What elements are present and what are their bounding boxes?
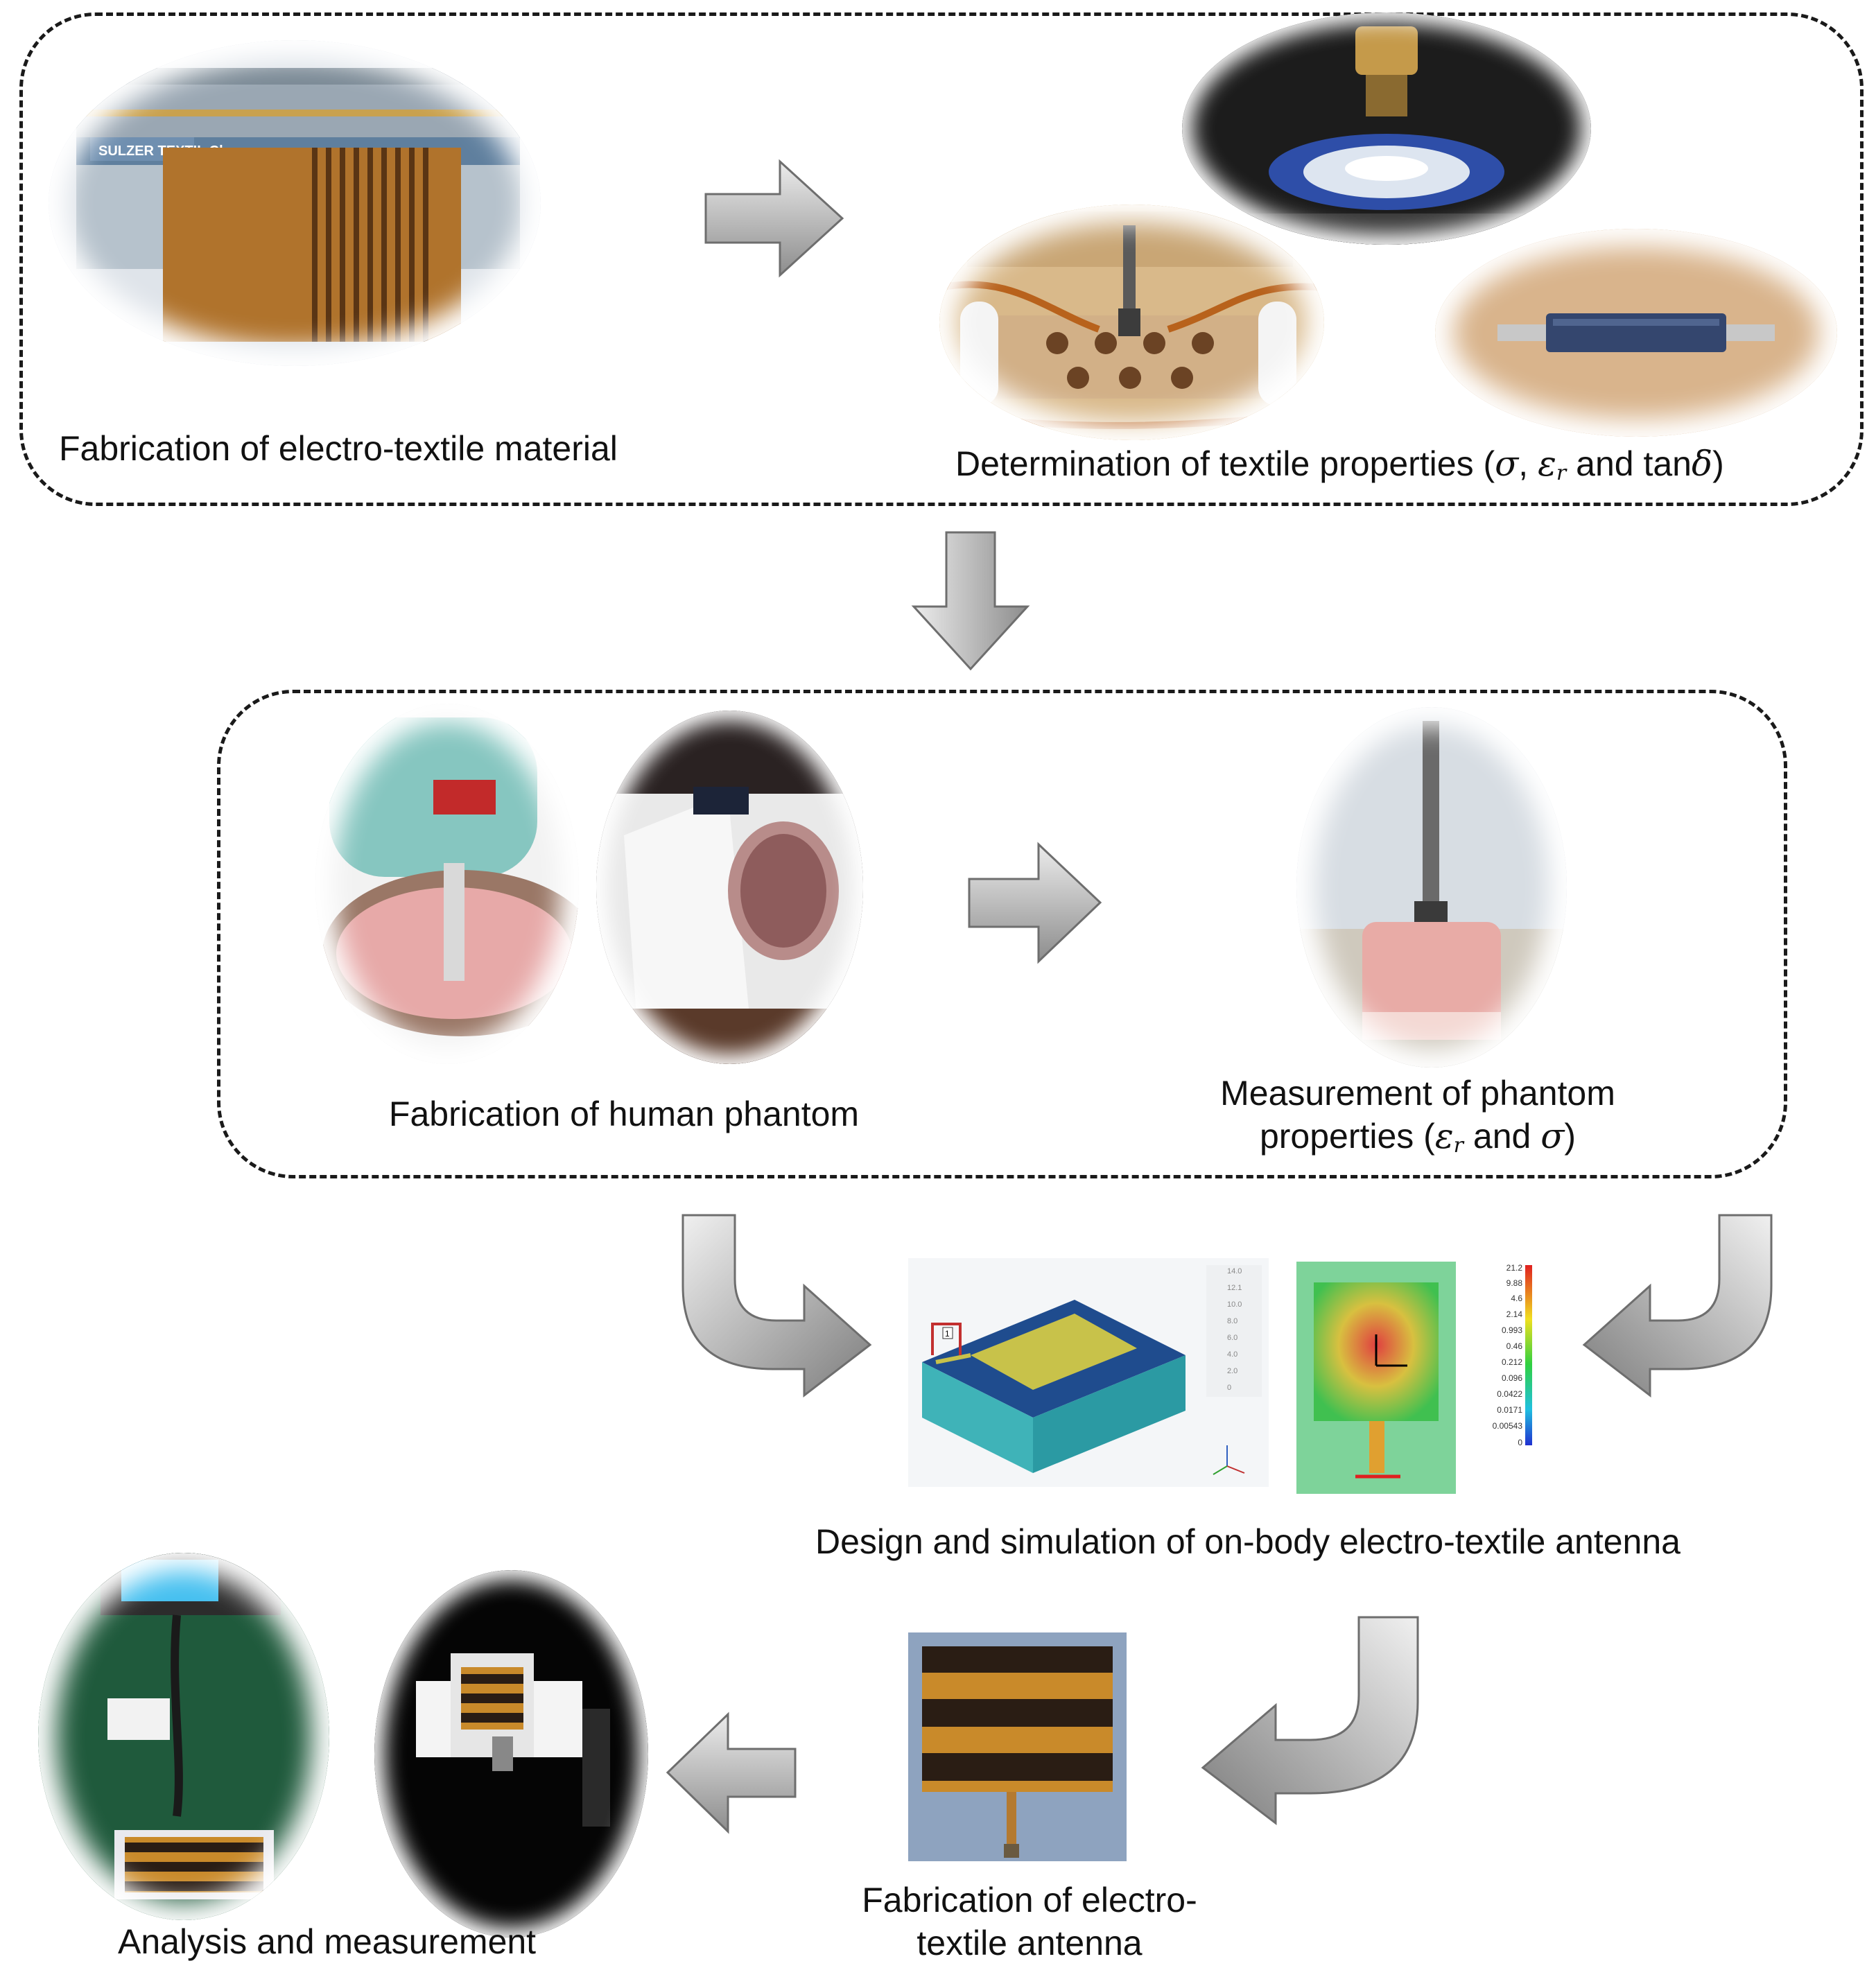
antenna-fabrication-line2: textile antenna: [917, 1924, 1143, 1962]
vna-measurement-photo: [38, 1553, 329, 1920]
colorbar-tick: 0.212: [1502, 1357, 1522, 1367]
design-simulation-label: Design and simulation of on-body electro…: [815, 1522, 1680, 1561]
probe-station-photo: [1182, 12, 1591, 245]
colorbar-tick: 0.096: [1502, 1373, 1522, 1383]
left-arrow-icon: [662, 1709, 801, 1837]
s11-tick: 12.1: [1227, 1284, 1242, 1292]
s11-tick: 0: [1227, 1384, 1231, 1392]
phantom-pouring-photo: [596, 711, 863, 1064]
curved-arrow-down-left-icon: [1196, 1612, 1425, 1830]
right-arrow-icon: [700, 156, 849, 281]
phantom-measurement-label: Measurement of phantom properties (εr an…: [1151, 1072, 1685, 1167]
s11-tick: 10.0: [1227, 1300, 1242, 1309]
phantom-measurement-line2: properties (εr and σ): [1151, 1115, 1685, 1167]
colorbar-tick: 0.993: [1502, 1325, 1522, 1335]
epsilon-symbol: ε: [1538, 444, 1556, 484]
antenna-fabrication-line1: Fabrication of electro-: [862, 1881, 1197, 1919]
delta-symbol: δ: [1692, 444, 1713, 484]
sigma-symbol: σ: [1495, 444, 1519, 484]
close-paren-text: ): [1712, 444, 1724, 483]
s11-tick: 14.0: [1227, 1267, 1242, 1275]
colorbar-tick: 0.00543: [1493, 1421, 1523, 1431]
properties-prefix: properties (: [1259, 1117, 1435, 1156]
comma-text: ,: [1518, 444, 1529, 483]
top-process-group: [19, 12, 1864, 506]
colorbar-tick: 2.14: [1506, 1309, 1523, 1319]
subscript-r: r: [1556, 461, 1567, 485]
fabrication-textile-label: Fabrication of electro-textile material: [59, 429, 618, 468]
port-label: 1: [945, 1329, 950, 1339]
textile-fixture-photo: [939, 204, 1324, 440]
colorbar-tick: 0.0422: [1497, 1389, 1522, 1399]
analysis-measurement-label: Analysis and measurement: [118, 1922, 537, 1961]
coaxial-holder-photo: [1435, 229, 1837, 437]
colorbar-tick: 0.0171: [1497, 1405, 1522, 1415]
middle-process-group: [217, 690, 1787, 1178]
antenna-model-simulation: 14.0 12.1 10.0 8.0 6.0 4.0 2.0 0 1: [908, 1258, 1269, 1487]
colorbar-tick: 21.2: [1506, 1263, 1523, 1273]
down-arrow-icon: [908, 527, 1033, 676]
weaving-loom-photo: SULZER TEXTIL Cloao: [49, 40, 541, 366]
antenna-fabrication-label: Fabrication of electro- textile antenna: [801, 1879, 1258, 1965]
s11-tick: 4.0: [1227, 1350, 1237, 1359]
s11-tick: 6.0: [1227, 1334, 1237, 1342]
close-paren-text: ): [1564, 1117, 1577, 1156]
phantom-measurement-line1: Measurement of phantom: [1220, 1074, 1615, 1113]
textile-antenna-photo: [908, 1632, 1127, 1861]
phantom-fabrication-label: Fabrication of human phantom: [388, 1095, 860, 1133]
right-arrow-icon: [964, 839, 1106, 967]
and-text: and: [1473, 1117, 1531, 1156]
colorbar-tick: 4.6: [1511, 1294, 1522, 1303]
s11-tick: 8.0: [1227, 1317, 1237, 1325]
epsilon-symbol: ε: [1434, 1116, 1454, 1156]
textile-properties-prefix: Determination of textile properties (: [955, 444, 1495, 483]
textile-properties-label: Determination of textile properties (σ, …: [955, 442, 1724, 495]
colorbar-tick: 9.88: [1506, 1278, 1523, 1288]
current-distribution-simulation: 21.2 9.88 4.6 2.14 0.993 0.46 0.212 0.09…: [1296, 1258, 1553, 1497]
and-tan-text: and tan: [1576, 444, 1692, 483]
phantom-probe-photo: [1296, 707, 1567, 1068]
subscript-r: r: [1453, 1133, 1464, 1158]
curved-arrow-left-icon: [1577, 1210, 1778, 1400]
colorbar-tick: 0: [1518, 1438, 1522, 1447]
sigma-symbol: σ: [1540, 1116, 1565, 1156]
s11-tick: 2.0: [1227, 1367, 1237, 1375]
antenna-on-phantom-photo: [374, 1570, 648, 1937]
phantom-mixer-photo: [315, 704, 579, 1064]
curved-arrow-right-icon: [676, 1210, 877, 1400]
colorbar-tick: 0.46: [1506, 1341, 1523, 1351]
